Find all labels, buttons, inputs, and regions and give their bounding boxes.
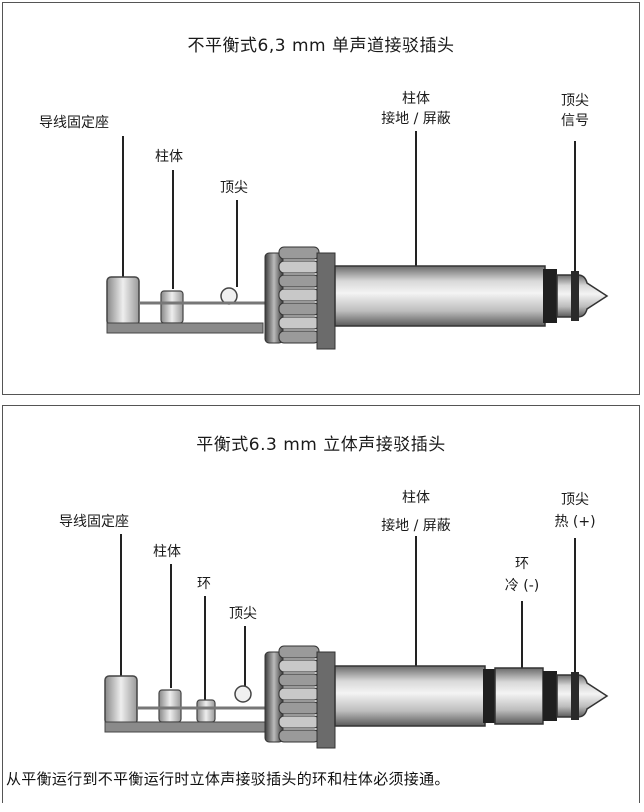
mono-thread-rings (278, 246, 320, 344)
mono-label-sleeve-ground-1: 柱体 (402, 91, 430, 107)
stereo-ring-barrel (494, 667, 544, 725)
stereo-label-ring-cold-2: 冷 (-) (504, 578, 540, 594)
mono-plug-diagram (106, 131, 609, 350)
mono-label-tip-signal-1: 顶尖 (561, 93, 589, 109)
stereo-label-tip-hot-1: 顶尖 (561, 492, 589, 508)
mono-label-tip: 顶尖 (220, 180, 248, 196)
stereo-label-ring-cold-1: 环 (515, 556, 529, 572)
mono-plug-title: 不平衡式6,3 mm 单声道接驳插头 (187, 36, 455, 56)
stereo-plug-panel: 平衡式6.3 mm 立体声接驳插头 (2, 405, 640, 803)
mono-sleeve-lug (160, 290, 184, 324)
stereo-label-sleeve: 柱体 (153, 544, 181, 560)
mono-plug-body (106, 246, 609, 350)
stereo-tip-lug (234, 685, 252, 703)
stereo-label-sleeve-ground-2: 接地 / 屏蔽 (381, 518, 451, 534)
mono-label-sleeve-ground-2: 接地 / 屏蔽 (381, 111, 451, 127)
stereo-label-sleeve-ground-1: 柱体 (402, 490, 430, 506)
mono-label-cable-clamp: 导线固定座 (39, 115, 109, 131)
stereo-thread-rings (278, 645, 320, 743)
mono-cable-clamp (106, 276, 140, 326)
stereo-plug-diagram (104, 534, 609, 749)
mono-tip (556, 274, 609, 318)
stereo-ring-lug (196, 699, 216, 723)
stereo-tip (556, 674, 609, 718)
stereo-label-tip: 顶尖 (229, 606, 257, 622)
mono-plug-panel: 不平衡式6,3 mm 单声道接驳插头 (2, 2, 640, 395)
mono-label-sleeve: 柱体 (155, 149, 183, 165)
stereo-label-cable-clamp: 导线固定座 (59, 514, 129, 530)
stereo-sleeve-barrel (334, 665, 486, 727)
stereo-cable-clamp (104, 675, 138, 725)
stereo-sleeve-lug (158, 689, 182, 723)
stereo-plug-body (104, 645, 609, 749)
stereo-plug-title: 平衡式6.3 mm 立体声接驳插头 (196, 435, 446, 455)
stereo-label-ring: 环 (197, 576, 211, 592)
stereo-label-tip-hot-2: 热 (+) (554, 514, 596, 530)
mono-sleeve-barrel (334, 265, 546, 327)
mono-label-tip-signal-2: 信号 (561, 113, 589, 129)
diagram-caption: 从平衡运行到不平衡运行时立体声接驳插头的环和柱体必须接通。 (6, 770, 450, 788)
mono-leader-lines (122, 131, 576, 289)
